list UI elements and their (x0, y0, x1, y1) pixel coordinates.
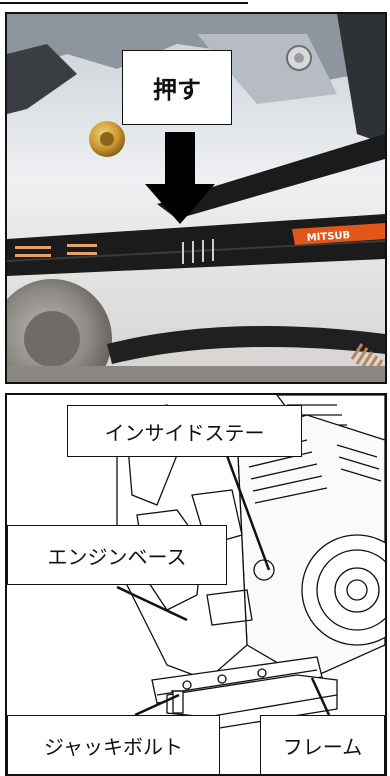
leader-engine-base (116, 585, 188, 622)
dark-bracket (7, 44, 77, 114)
label-engine-base: エンジンベース (7, 525, 227, 585)
label-inside-stay: インサイドステー (67, 405, 302, 457)
drawing-panel: インサイドステー エンジンベース ジャッキボルト フレーム (5, 393, 387, 776)
belt-main (7, 214, 385, 276)
label-frame: フレーム (260, 715, 385, 774)
right-housing (337, 14, 385, 144)
belt-print-white (182, 239, 214, 264)
callout-push: 押す (122, 50, 232, 125)
label-jack-bolt: ジャッキボルト (7, 715, 220, 774)
leader-frame (310, 677, 331, 716)
belt-lower (107, 326, 385, 364)
callout-push-text: 押す (153, 76, 201, 104)
leader-lines (116, 441, 331, 717)
leader-jack-bolt (134, 693, 180, 717)
photo-panel: MITSUB 押す (5, 12, 387, 384)
belt-upper-strand (157, 134, 385, 219)
top-rule (0, 2, 248, 4)
push-arrow (145, 132, 215, 224)
belt-print-marks (15, 244, 97, 257)
leader-inside-stay (220, 441, 271, 571)
belt-label (292, 223, 385, 245)
belt-label-text: MITSUB (306, 230, 350, 244)
